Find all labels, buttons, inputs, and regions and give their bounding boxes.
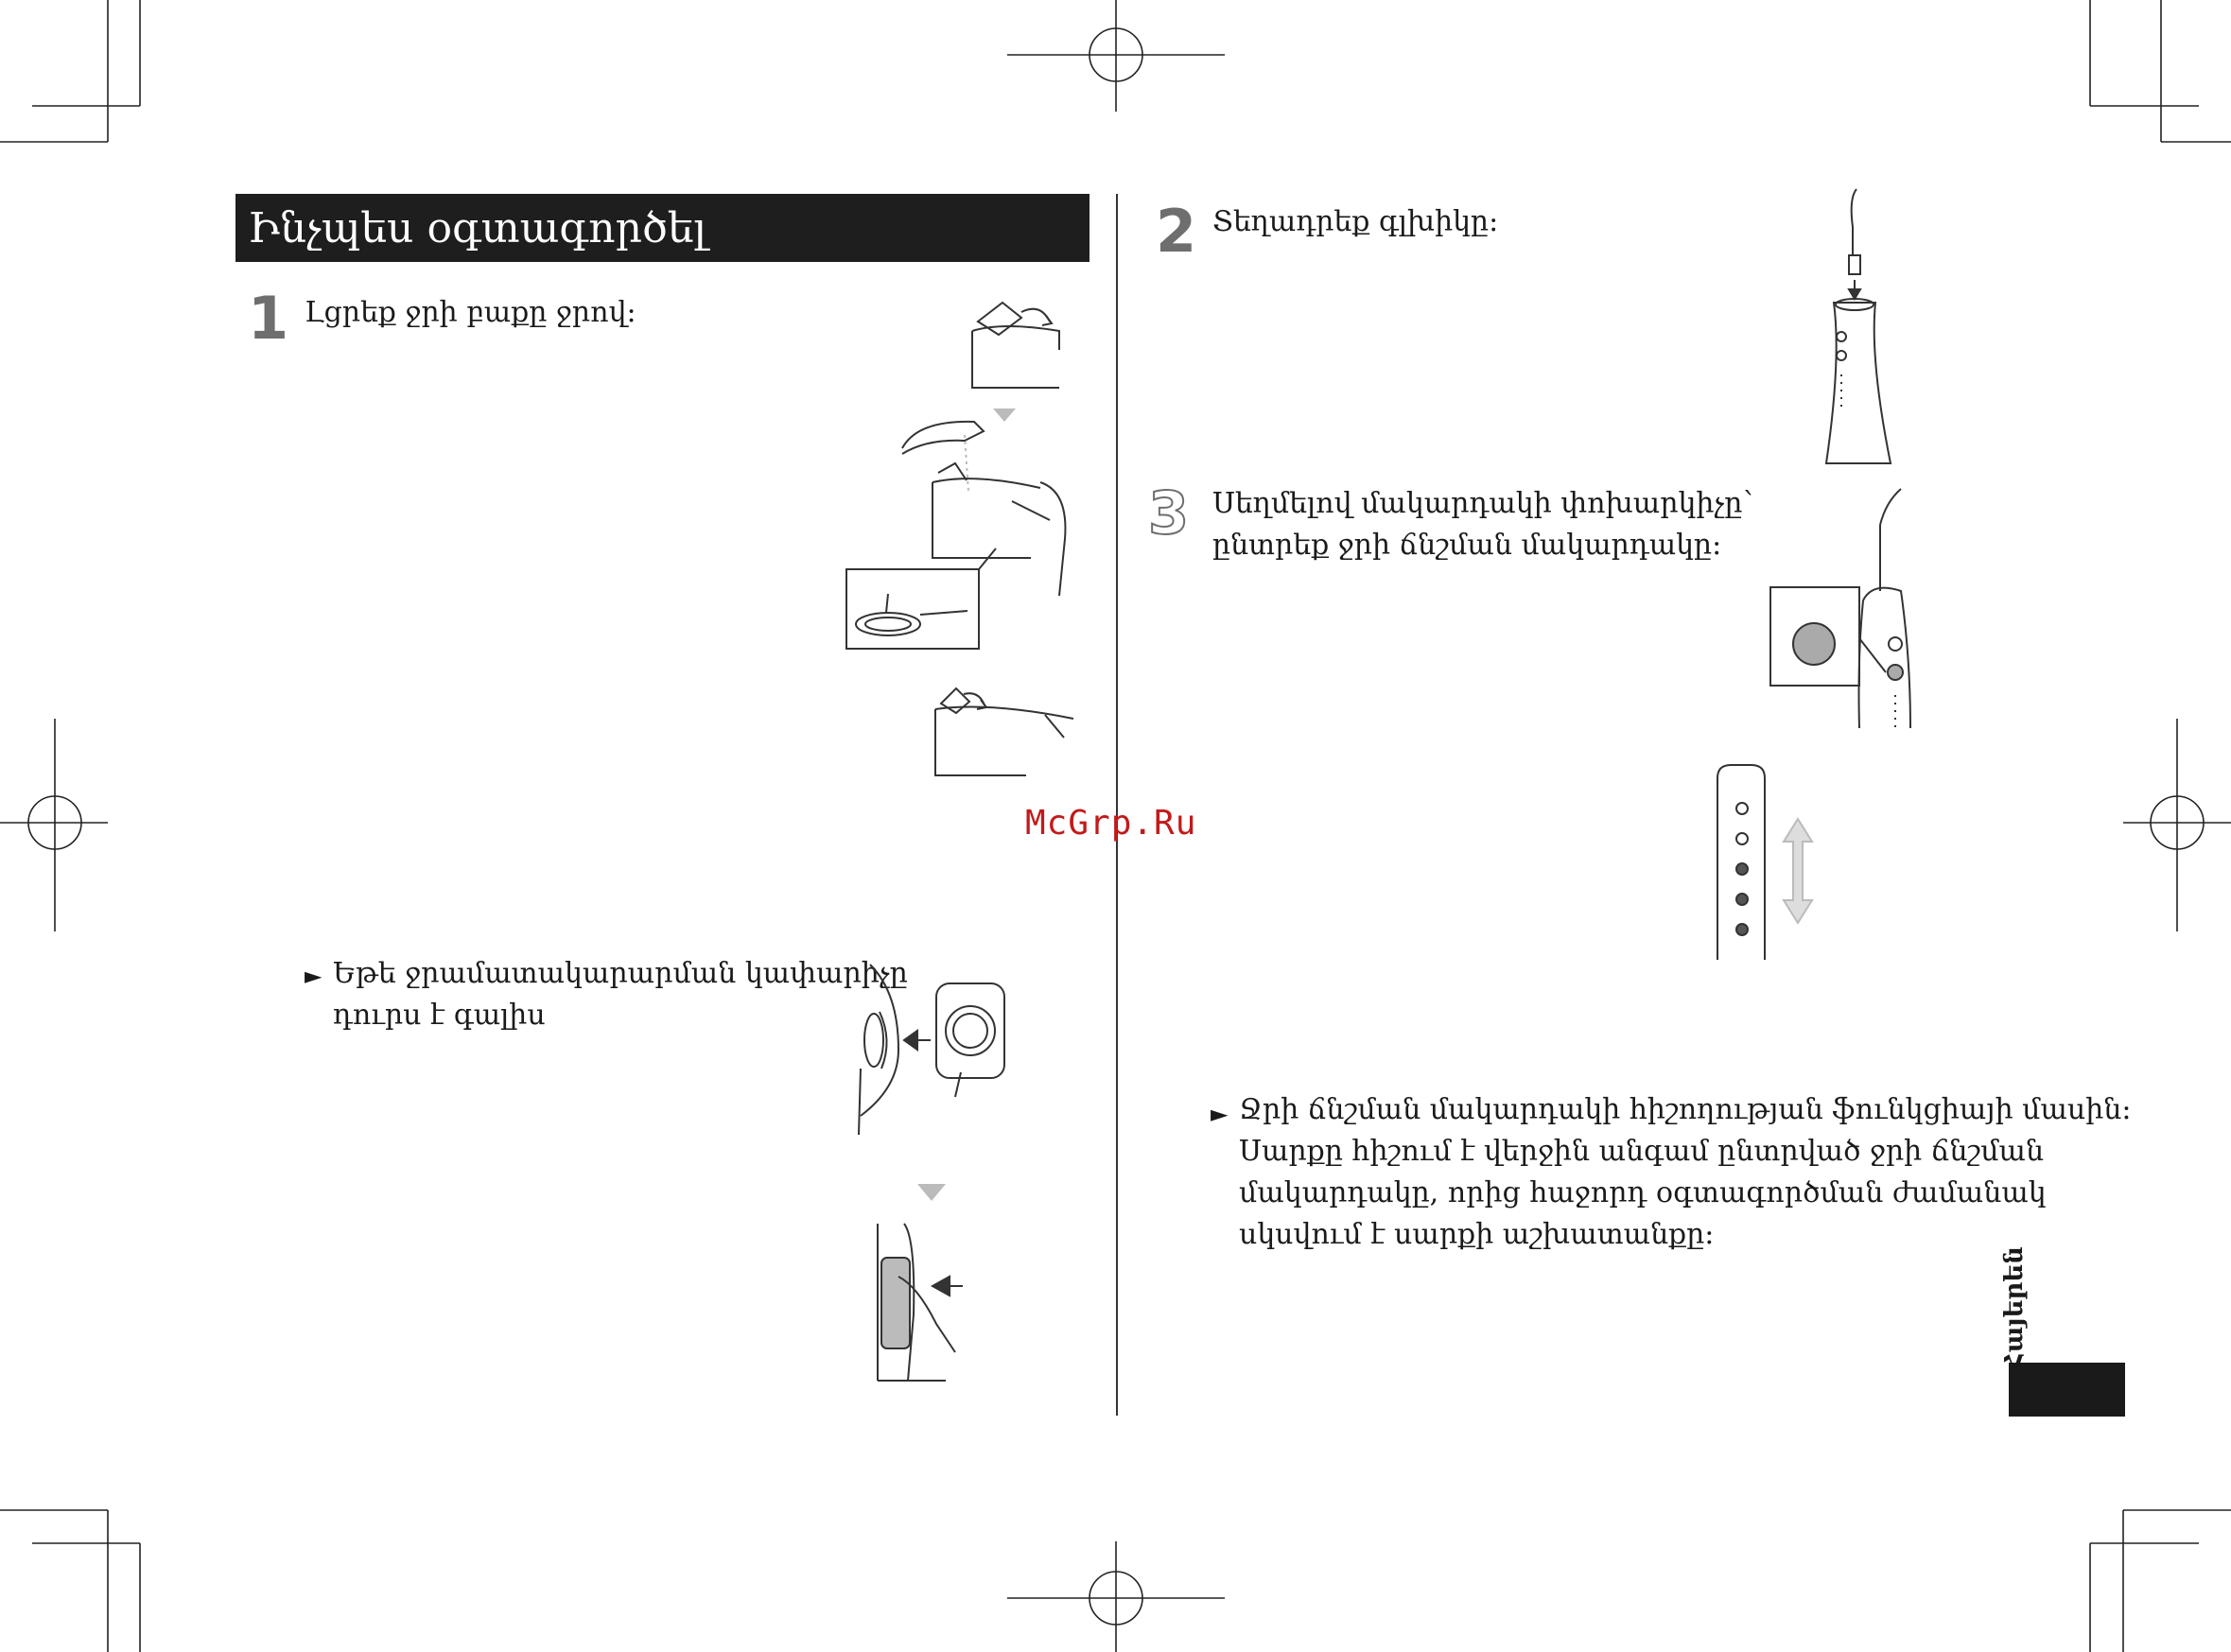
watermark: McGrp.Ru (1025, 804, 1197, 843)
step-2-number: 2 (1156, 197, 1197, 266)
step-3-number: 3 (1147, 478, 1190, 548)
arrow-up-down-icon (1782, 817, 1814, 925)
language-side-label: Հայերեն (2000, 1246, 2029, 1371)
step-1-text: Լցրեք ջրի բաքը ջրով: (305, 296, 636, 329)
faucet-fill-illustration (901, 420, 1067, 597)
supply-cap-illustration (858, 964, 1005, 1136)
nozzle-attach-illustration (1824, 188, 1892, 464)
note-right-line1: Ջրի ճնշման մակարդակի հիշողության ֆունկցի… (1239, 1093, 2132, 1126)
bullet-icon: ► (1211, 1101, 1229, 1127)
note-right-line2: Սարքը հիշում է վերջին անգամ ընտրված ջրի … (1239, 1135, 2045, 1168)
water-level-zoom-illustration (845, 548, 997, 650)
step-3-text-line1: Սեղմելով մակարդակի փոխարկիչը՝ (1212, 487, 1753, 520)
step-3-text-line2: ընտրեք ջրի ճնշման մակարդակը: (1212, 529, 1722, 562)
section-header-bar (235, 194, 1089, 262)
note-right-line3: մակարդակը, որից հաջորդ օգտագործման ժաման… (1239, 1176, 2047, 1209)
press-cap-illustration (877, 1223, 963, 1382)
level-button-illustration (1769, 488, 1911, 729)
tank-lid-open-illustration (971, 301, 1060, 389)
column-divider (1116, 194, 1118, 1416)
note-left-line2: դուրս է գալիս (333, 999, 546, 1032)
step-1-number: 1 (248, 284, 289, 353)
triangle-down-icon (993, 409, 1016, 422)
tank-lid-close-illustration (934, 687, 1074, 776)
step-2-text: Տեղադրեք գլխիկը: (1212, 205, 1499, 238)
section-title: Ինչպես օգտագործել (248, 204, 706, 252)
level-indicator-illustration (1717, 764, 1766, 960)
note-left-line1: Եթե ջրամատակարարման կափարիչը (333, 957, 908, 990)
triangle-down-icon (917, 1184, 946, 1201)
bullet-icon: ► (305, 963, 322, 989)
page-tab (2009, 1363, 2125, 1417)
note-right-line4: սկսվում է սարքի աշխատանքը: (1239, 1218, 1715, 1251)
